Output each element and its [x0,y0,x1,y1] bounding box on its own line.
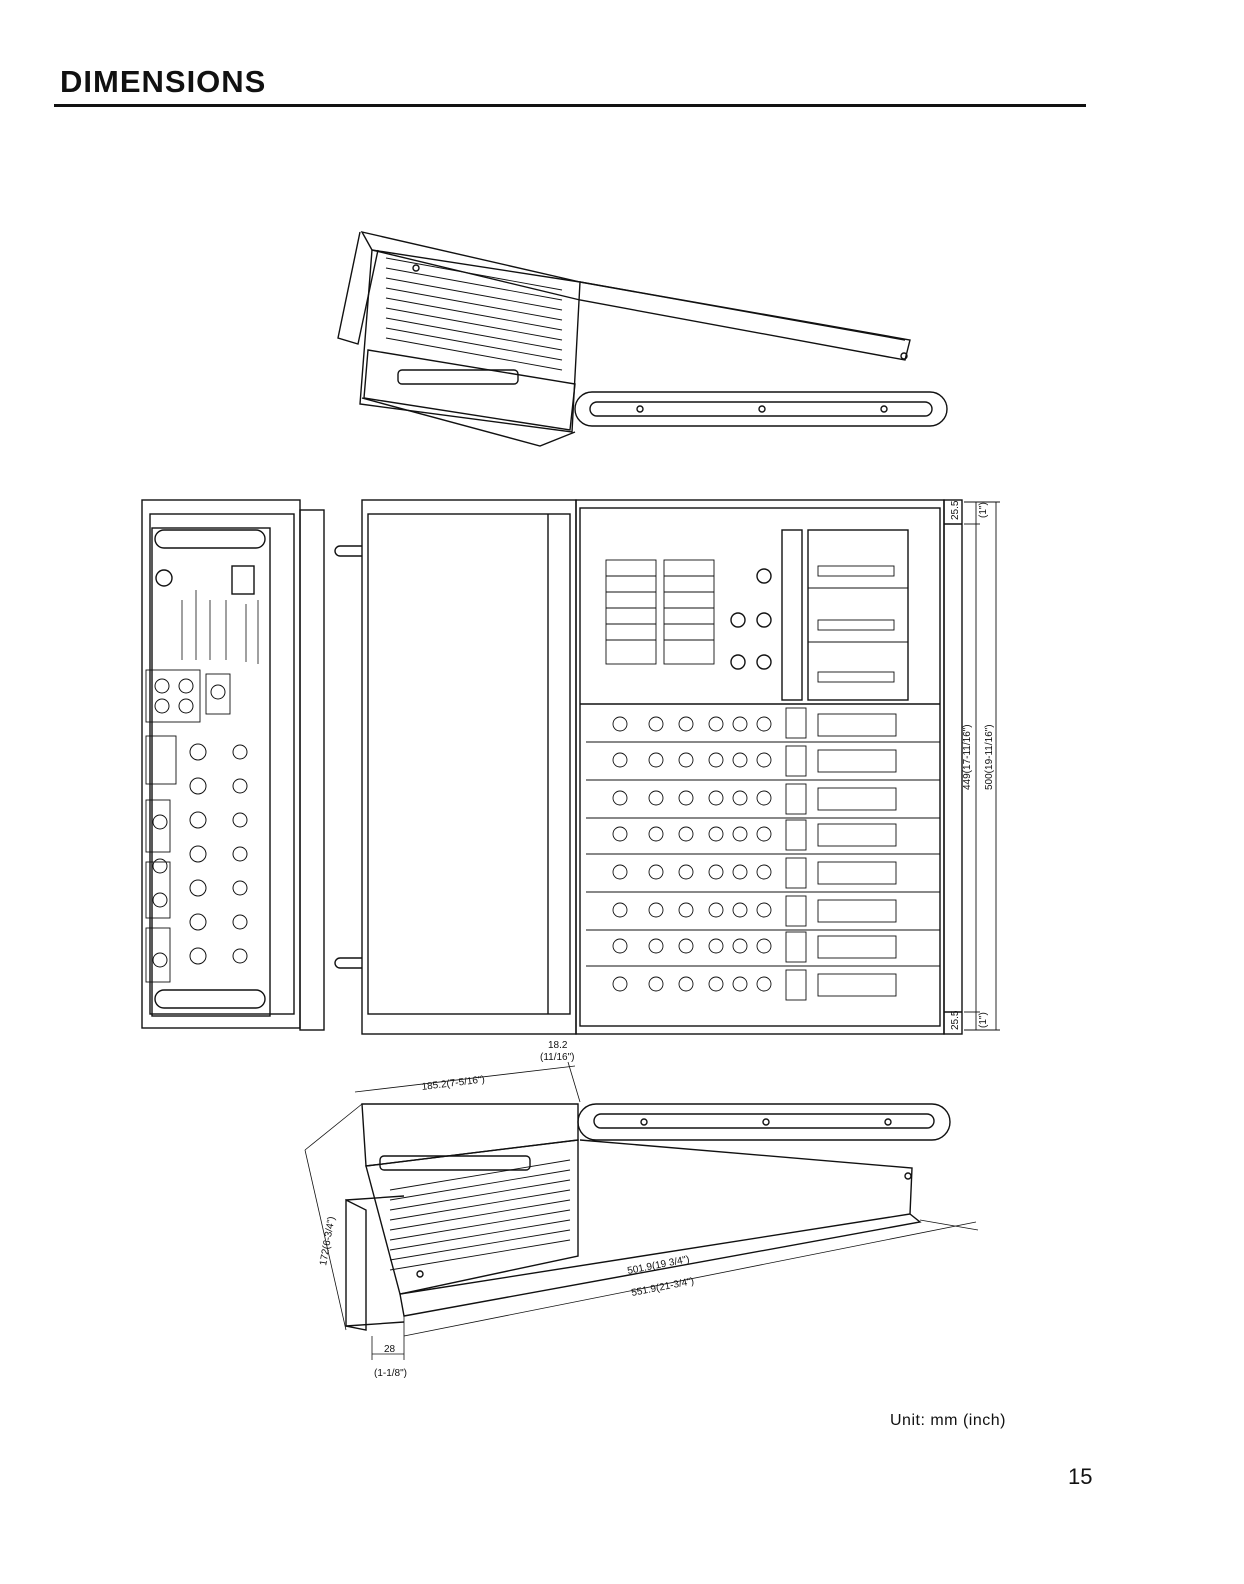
channel-7 [586,932,940,966]
dim-25-bottom: 25.5 [950,1010,961,1030]
dim-18-inch: (11/16") [540,1052,575,1063]
rear-panel-view [142,500,362,1030]
dim-25-top-inch: (1") [978,502,989,518]
channel-6 [586,896,940,930]
dim-185: 185.2(7-5/16") [421,1074,485,1093]
channel-3 [586,784,940,818]
bottom-side-view [305,1062,978,1360]
dim-25-top: 25.5 [950,500,961,520]
channel-strips [586,708,940,1000]
dim-500: 500(19-11/16") [984,724,995,790]
dimension-labels: 25.5 (1") 25.5 (1") 449(17-11/16") 500(1… [318,500,995,1379]
dim-28-inch: (1-1/8") [374,1368,407,1379]
dim-25-bottom-inch: (1") [978,1012,989,1028]
channel-4 [586,820,940,854]
top-side-view [338,232,947,446]
channel-5 [586,858,940,892]
channel-8 [613,970,896,1000]
dim-449: 449(17-11/16") [962,724,973,790]
dim-18: 18.2 [548,1040,568,1051]
top-panel-view [362,500,1000,1034]
dim-172: 172(6-3/4") [318,1216,337,1267]
page-number: 15 [1068,1464,1092,1490]
channel-2 [586,746,940,780]
dim-551: 551.9(21-3/4") [630,1276,695,1299]
dim-28: 28 [384,1344,396,1355]
channel-1 [586,708,940,742]
unit-note: Unit: mm (inch) [890,1412,1006,1430]
